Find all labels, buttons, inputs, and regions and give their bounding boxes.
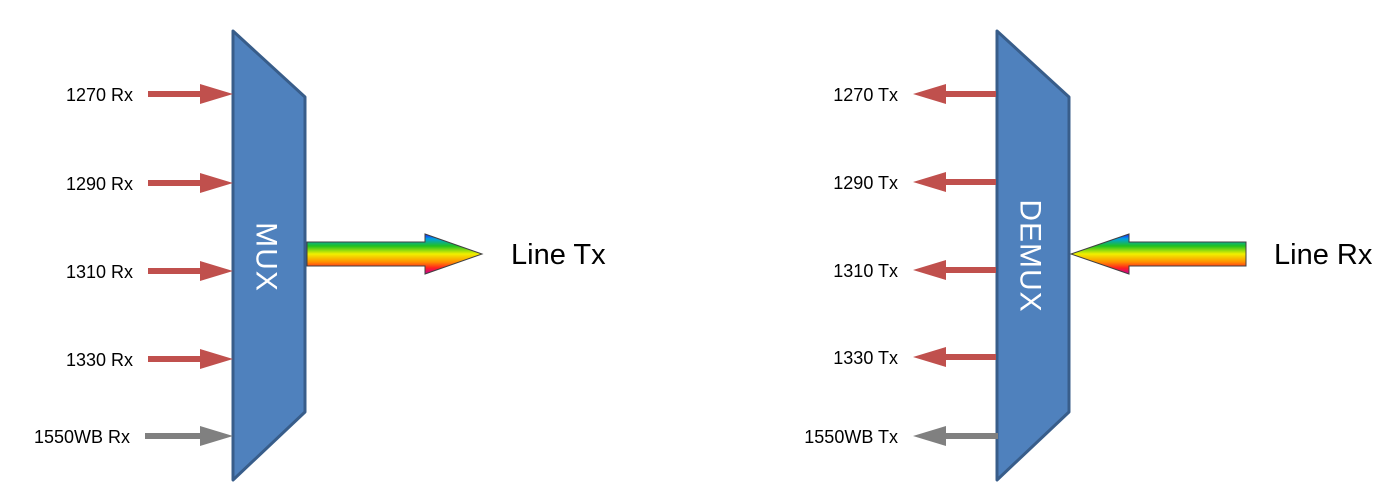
mux-output-line-arrow: [306, 233, 484, 275]
line-tx-label: Line Tx: [511, 239, 606, 271]
mux-input-label-1330: 1330 Rx: [66, 350, 133, 370]
demux-output-arrow-1330: [913, 347, 996, 367]
mux-input-arrow-1290: [148, 173, 233, 193]
mux-input-label-1290: 1290 Rx: [66, 174, 133, 194]
demux-output-label-1270: 1270 Tx: [833, 85, 898, 105]
demux-output-arrow-1550wb: [913, 426, 998, 446]
mux-input-label-1310: 1310 Rx: [66, 262, 133, 282]
demux-input-line-arrow: [1069, 233, 1247, 275]
demux-output-label-1310: 1310 Tx: [833, 261, 898, 281]
mux-block: [231, 29, 307, 482]
mux-input-label-1270: 1270 Rx: [66, 85, 133, 105]
mux-input-arrow-1310: [148, 261, 233, 281]
demux-output-arrow-1290: [913, 172, 996, 192]
demux-output-arrow-1310: [913, 260, 996, 280]
line-rx-label: Line Rx: [1274, 239, 1373, 271]
mux-label: MUX: [250, 222, 283, 292]
mux-input-arrow-1330: [148, 349, 233, 369]
demux-output-label-1290: 1290 Tx: [833, 173, 898, 193]
demux-label: DEMUX: [1014, 199, 1047, 312]
demux-output-label-1550wb: 1550WB Tx: [804, 427, 898, 447]
mux-input-arrow-1270: [148, 84, 233, 104]
mux-input-label-1550wb: 1550WB Rx: [34, 427, 130, 447]
demux-output-label-1330: 1330 Tx: [833, 348, 898, 368]
demux-block: [995, 29, 1071, 482]
mux-input-arrow-1550wb: [145, 426, 233, 446]
demux-output-arrow-1270: [913, 84, 996, 104]
